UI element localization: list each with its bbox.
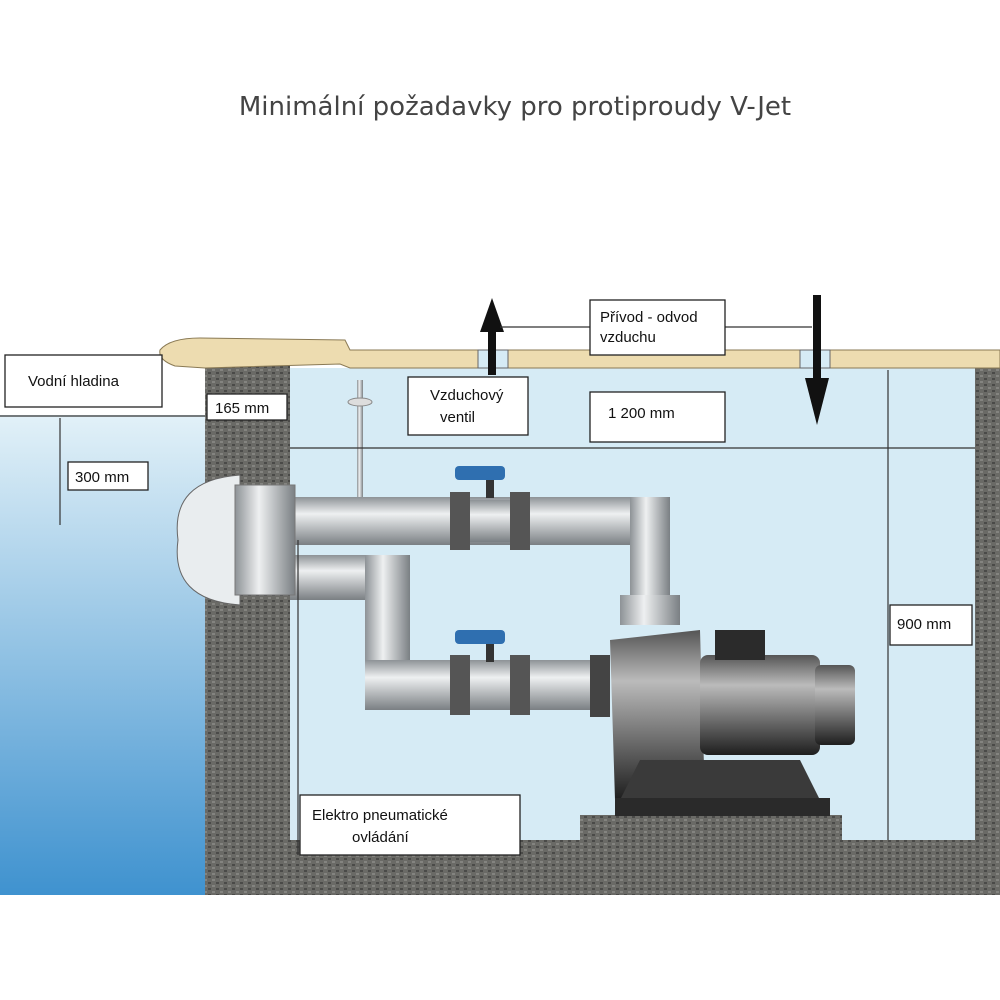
pump-motor bbox=[610, 630, 855, 816]
air-valve-icon bbox=[347, 380, 373, 500]
dim-900-label: 900 mm bbox=[897, 616, 951, 633]
air-supply-label-2: vzduchu bbox=[600, 329, 656, 346]
pool-wall bbox=[205, 365, 290, 895]
jet-nozzle bbox=[176, 474, 296, 606]
pump-base bbox=[580, 815, 842, 845]
air-supply-label: Přívod - odvod bbox=[600, 309, 698, 326]
control-label: Elektro pneumatické bbox=[312, 807, 448, 824]
air-valve-label-2: ventil bbox=[440, 409, 475, 426]
diagram-title: Minimální požadavky pro protiproudy V-Je… bbox=[239, 92, 791, 122]
air-inlet-arrow-icon bbox=[805, 295, 829, 425]
air-valve-label-box bbox=[407, 376, 529, 436]
lower-pipe bbox=[290, 555, 610, 717]
upper-pipe bbox=[290, 492, 680, 625]
dim-300-box bbox=[67, 461, 149, 491]
pool-water bbox=[0, 415, 207, 895]
control-label-2: ovládání bbox=[352, 829, 410, 846]
lower-valve-handle-icon[interactable] bbox=[455, 630, 505, 662]
water-level-label: Vodní hladina bbox=[28, 373, 120, 390]
dim-165-box bbox=[206, 393, 288, 421]
control-label-box bbox=[299, 794, 521, 856]
right-wall bbox=[975, 365, 1000, 895]
air-outlet-arrow-icon bbox=[480, 298, 504, 375]
water-level-label-box bbox=[4, 354, 163, 408]
dim-300-label: 300 mm bbox=[75, 469, 129, 486]
upper-valve-handle-icon[interactable] bbox=[455, 466, 505, 498]
pool-deck bbox=[159, 337, 1000, 369]
dim-165-label: 165 mm bbox=[215, 400, 269, 417]
dim-900-box bbox=[889, 604, 973, 646]
dim-1200-box bbox=[589, 391, 726, 443]
air-supply-label-box bbox=[589, 299, 726, 356]
dim-1200-label: 1 200 mm bbox=[608, 405, 675, 422]
air-valve-label: Vzduchový bbox=[430, 387, 504, 404]
